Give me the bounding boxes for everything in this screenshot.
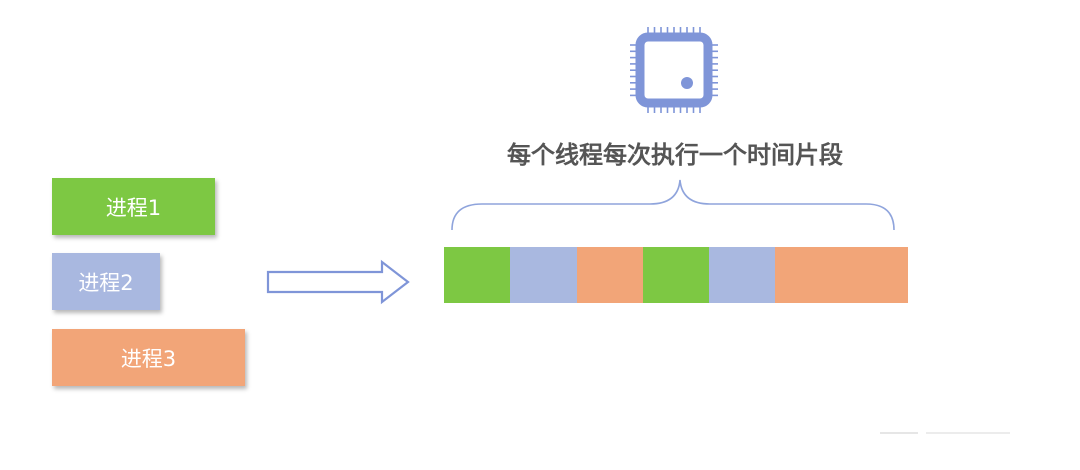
time-slice-4 (642, 247, 710, 303)
time-slice-2 (510, 247, 577, 303)
process-1-box: 进程1 (52, 178, 215, 235)
watermark-mark (880, 432, 1010, 434)
process-3-label: 进程3 (120, 346, 177, 371)
time-slice-1 (444, 247, 511, 303)
process-2-box: 进程2 (52, 253, 160, 310)
time-slice-3 (576, 247, 643, 303)
process-2-label: 进程2 (78, 270, 134, 295)
diagram-caption: 每个线程每次执行一个时间片段 (507, 141, 843, 169)
cpu-time-slice-bar (444, 247, 908, 303)
process-1-label: 进程1 (105, 195, 162, 220)
time-slice-6 (775, 247, 908, 303)
process-3-box: 进程3 (52, 329, 245, 386)
time-slice-5 (709, 247, 776, 303)
